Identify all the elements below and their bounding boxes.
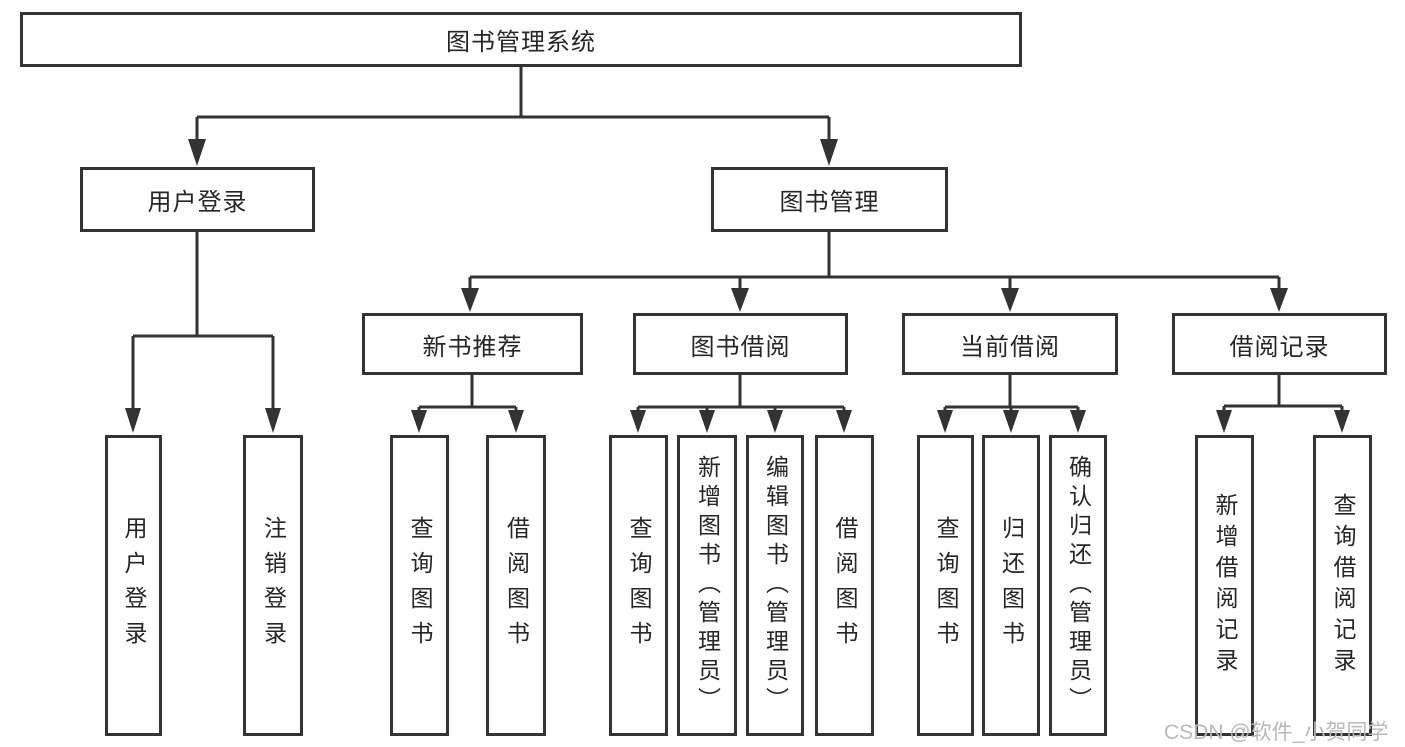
leaf-search-borrow-record: 查询借阅记录 [1313, 435, 1372, 736]
csdn-watermark: CSDN @软件_小贺同学 [1164, 721, 1389, 744]
node-book-borrow: 图书借阅 [633, 313, 848, 375]
leaf-search-books-current: 查询图书 [917, 435, 974, 736]
leaf-confirm-return-admin: 确认归还（管理员） [1049, 435, 1107, 736]
connector-new-book-recommend-children [411, 375, 524, 433]
connector-root-to-level2 [188, 67, 838, 166]
node-user-login: 用户登录 [80, 167, 315, 232]
node-root-library-system: 图书管理系统 [20, 12, 1022, 67]
leaf-search-books-recommend: 查询图书 [390, 435, 449, 736]
node-new-book-recommend: 新书推荐 [362, 313, 583, 375]
connector-book-borrow-children [630, 375, 852, 433]
leaf-edit-books-admin: 编辑图书（管理员） [746, 435, 804, 736]
connector-book-management-to-level3 [461, 232, 1288, 312]
node-book-management: 图书管理 [711, 167, 948, 232]
leaf-borrow-books-recommend: 借阅图书 [486, 435, 546, 736]
leaf-search-books-borrow: 查询图书 [609, 435, 668, 736]
leaf-add-books-admin: 新增图书（管理员） [677, 435, 737, 736]
leaf-borrow-books: 借阅图书 [815, 435, 874, 736]
leaf-return-books: 归还图书 [982, 435, 1040, 736]
connector-borrow-records-children [1216, 375, 1350, 433]
node-current-borrow: 当前借阅 [902, 313, 1118, 375]
leaf-add-borrow-record: 新增借阅记录 [1195, 435, 1254, 736]
leaf-logout-login: 注销登录 [243, 435, 303, 736]
leaf-user-login: 用户登录 [105, 435, 162, 736]
node-borrow-records: 借阅记录 [1172, 313, 1387, 375]
connector-user-login-children [125, 232, 281, 433]
connector-current-borrow-children [937, 375, 1086, 433]
